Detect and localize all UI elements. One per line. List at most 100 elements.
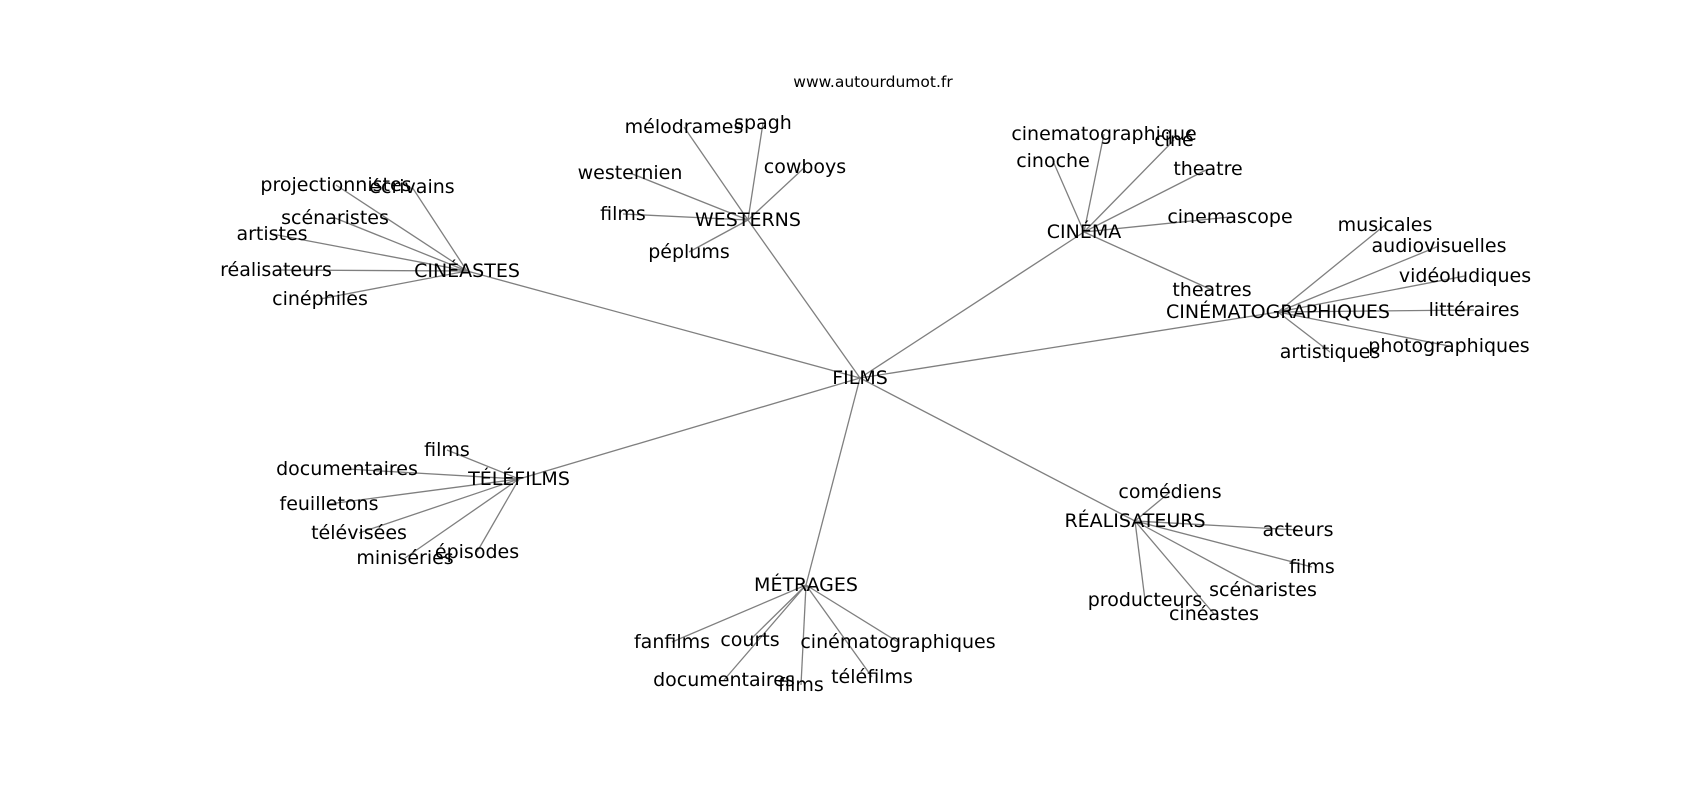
edge-films-westerns <box>747 219 861 379</box>
leaf-node-realisateurs-scenaristes[interactable]: scénaristes <box>1209 579 1317 601</box>
hub-node-realisateurs[interactable]: RÉALISATEURS <box>1064 509 1205 532</box>
edge-cinema-theatre <box>1083 168 1209 233</box>
leaf-node-realisateurs-cineastes[interactable]: cinéastes <box>1169 603 1259 625</box>
edge-realisateurs-cineastes <box>1134 520 1215 615</box>
hub-node-cinema[interactable]: CINÉMA <box>1047 220 1121 243</box>
leaf-node-realisateurs-comediens[interactable]: comédiens <box>1118 481 1221 503</box>
leaf-node-cinematographiques-artistiques[interactable]: artistiques <box>1280 341 1381 363</box>
edge-films-telefilms <box>518 377 861 480</box>
edge-telefilms-episodes <box>476 478 520 553</box>
leaf-node-telefilms-documentaires[interactable]: documentaires <box>276 458 418 480</box>
leaf-node-cineastes-artistes[interactable]: artistes <box>236 223 307 245</box>
leaf-node-westerns-cowboys[interactable]: cowboys <box>764 156 846 178</box>
hub-node-cinematographiques[interactable]: CINÉMATOGRAPHIQUES <box>1166 300 1390 323</box>
leaf-node-cinema-theatres[interactable]: theatres <box>1172 279 1251 301</box>
edge-metrages-films <box>800 584 807 686</box>
leaf-node-westerns-spagh[interactable]: spagh <box>734 112 792 134</box>
edge-westerns-films <box>622 213 749 221</box>
edge-telefilms-films <box>446 449 520 480</box>
edge-cineastes-artistes <box>271 233 468 272</box>
edge-cinema-cinoche <box>1052 160 1085 233</box>
edge-metrages-cinematographiques <box>805 584 899 643</box>
leaf-node-cineastes-projectionnistes[interactable]: projectionnistes <box>260 174 411 196</box>
leaf-node-realisateurs-producteurs[interactable]: producteurs <box>1088 589 1203 611</box>
leaf-node-telefilms-episodes[interactable]: épisodes <box>435 541 519 563</box>
edge-realisateurs-scenaristes <box>1134 520 1264 591</box>
leaf-node-cineastes-ecrivains[interactable]: écrivains <box>369 176 454 198</box>
edge-cinema-theatres <box>1083 231 1213 291</box>
leaf-node-cinematographiques-photographiques[interactable]: photographiques <box>1368 335 1529 357</box>
edge-cinematographiques-musicales <box>1277 224 1386 313</box>
hub-node-cineastes[interactable]: CINÉASTES <box>414 259 520 282</box>
leaf-node-cinematographiques-videoludiques[interactable]: vidéoludiques <box>1399 265 1531 287</box>
leaf-node-telefilms-miniseries[interactable]: miniséries <box>356 547 453 569</box>
edge-realisateurs-comediens <box>1134 491 1171 522</box>
leaf-node-cinema-cinematographique[interactable]: cinematographique <box>1011 123 1196 145</box>
edge-films-cineastes <box>466 270 861 379</box>
edge-cinema-cine <box>1083 139 1175 233</box>
edge-telefilms-miniseries <box>404 478 520 559</box>
leaf-node-telefilms-televisees[interactable]: télévisées <box>311 522 407 544</box>
edge-cinema-cinematographique <box>1083 133 1105 233</box>
leaf-node-metrages-cinematographiques[interactable]: cinématographiques <box>800 631 995 653</box>
edge-cineastes-projectionnistes <box>335 184 468 272</box>
center-node-films[interactable]: FILMS <box>832 367 888 389</box>
edge-cinema-cinemascope <box>1083 216 1231 233</box>
leaf-node-metrages-fanfilms[interactable]: fanfilms <box>634 631 710 653</box>
leaf-node-cineastes-realisateurs[interactable]: réalisateurs <box>220 259 332 281</box>
source-url: www.autourdumot.fr <box>793 73 953 91</box>
leaf-node-cinema-cine[interactable]: ciné <box>1154 129 1193 151</box>
edge-cineastes-scenaristes <box>334 217 468 272</box>
hub-node-telefilms[interactable]: TÉLÉFILMS <box>467 467 570 490</box>
leaf-node-metrages-telefilms[interactable]: téléfilms <box>831 666 913 688</box>
edge-realisateurs-acteurs <box>1134 520 1299 531</box>
leaf-node-westerns-melodrames[interactable]: mélodrames <box>625 116 744 138</box>
edge-telefilms-televisees <box>358 478 520 534</box>
graph-edges <box>271 122 1475 686</box>
edge-metrages-telefilms <box>805 584 873 678</box>
edge-cinematographiques-audiovisuelles <box>1277 245 1440 313</box>
edge-cineastes-realisateurs <box>275 269 468 272</box>
leaf-node-metrages-films[interactable]: films <box>778 674 824 696</box>
hub-node-westerns[interactable]: WESTERNS <box>695 209 801 231</box>
edge-metrages-fanfilms <box>671 584 807 643</box>
leaf-node-cineastes-cinephiles[interactable]: cinéphiles <box>272 288 368 310</box>
leaf-node-cinematographiques-litteraires[interactable]: littéraires <box>1429 299 1520 321</box>
leaf-node-cinema-cinoche[interactable]: cinoche <box>1016 150 1090 172</box>
edge-cineastes-cinephiles <box>319 270 468 300</box>
leaf-node-cinematographiques-musicales[interactable]: musicales <box>1338 214 1433 236</box>
edge-westerns-spagh <box>747 122 764 221</box>
edge-films-realisateurs <box>859 377 1136 522</box>
edge-films-cinematographiques <box>859 311 1279 379</box>
edge-westerns-cowboys <box>747 166 806 221</box>
leaf-node-westerns-westernien[interactable]: westernien <box>578 162 683 184</box>
edge-realisateurs-films <box>1134 520 1313 568</box>
leaf-node-telefilms-films[interactable]: films <box>424 439 470 461</box>
leaf-node-westerns-peplums[interactable]: péplums <box>648 241 730 263</box>
graph-labels: www.autourdumot.fr FILMS CINÉASTES project… <box>220 73 1531 696</box>
leaf-node-cineastes-scenaristes[interactable]: scénaristes <box>281 207 389 229</box>
edge-telefilms-feuilletons <box>328 478 520 505</box>
edge-cineastes-ecrivains <box>411 186 468 272</box>
edge-films-cinema <box>859 231 1085 379</box>
edge-metrages-documentaires <box>723 584 807 681</box>
edge-cinematographiques-photographiques <box>1277 311 1450 347</box>
leaf-node-westerns-films[interactable]: films <box>600 203 646 225</box>
edge-westerns-melodrames <box>683 126 749 221</box>
edge-cinematographiques-videoludiques <box>1277 275 1466 313</box>
hub-node-metrages[interactable]: MÉTRAGES <box>754 573 858 596</box>
edge-westerns-peplums <box>688 219 749 253</box>
leaf-node-cinematographiques-audiovisuelles[interactable]: audiovisuelles <box>1372 235 1507 257</box>
leaf-node-metrages-courts[interactable]: courts <box>720 629 779 651</box>
edge-cinematographiques-litteraires <box>1277 309 1475 313</box>
edge-metrages-courts <box>749 584 807 641</box>
leaf-node-cinema-theatre[interactable]: theatre <box>1173 158 1242 180</box>
leaf-node-metrages-documentaires[interactable]: documentaires <box>653 669 795 691</box>
leaf-node-realisateurs-films[interactable]: films <box>1289 556 1335 578</box>
leaf-node-telefilms-feuilletons[interactable]: feuilletons <box>280 493 379 515</box>
edge-realisateurs-producteurs <box>1134 520 1146 601</box>
leaf-node-realisateurs-acteurs[interactable]: acteurs <box>1263 519 1334 541</box>
leaf-node-cinema-cinemascope[interactable]: cinemascope <box>1167 206 1292 228</box>
edge-cinematographiques-artistiques <box>1277 311 1331 353</box>
